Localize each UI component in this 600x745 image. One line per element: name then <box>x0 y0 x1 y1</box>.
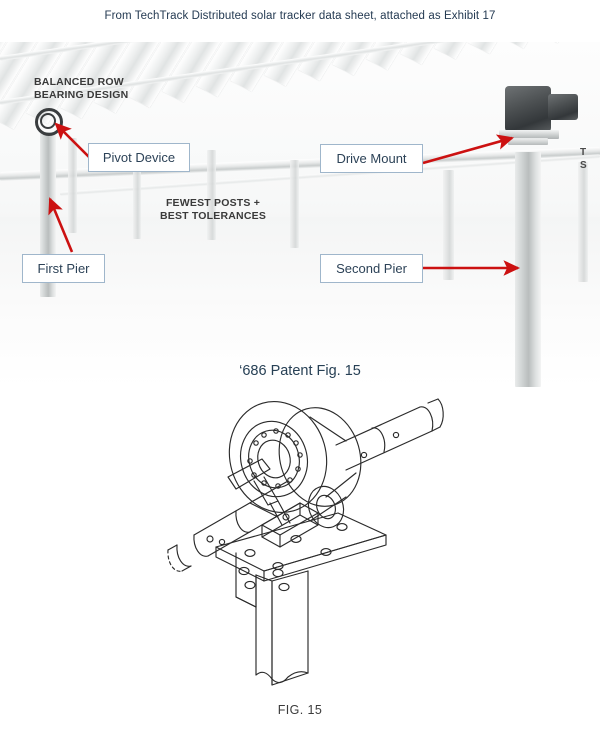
pier-post-background <box>207 150 216 240</box>
drive-linkage-arm <box>227 458 291 526</box>
slew-drive-housing <box>228 400 362 518</box>
fewest-posts-line1: FEWEST POSTS + <box>165 197 261 209</box>
torque-tube-right <box>335 398 444 471</box>
pier-post-background <box>68 138 77 233</box>
callout-drive-mount[interactable]: Drive Mount <box>320 144 423 173</box>
pier-post-background <box>443 170 454 280</box>
patent-figure-title: ‘686 Patent Fig. 15 <box>239 363 361 379</box>
callout-second-pier[interactable]: Second Pier <box>320 254 423 283</box>
callout-second-pier-label: Second Pier <box>336 261 407 276</box>
patent-figure-caption: FIG. 15 <box>277 703 323 717</box>
pier-post-background <box>133 154 141 239</box>
slew-drive-housing <box>505 86 551 132</box>
callout-pivot-device[interactable]: Pivot Device <box>88 143 190 172</box>
pier-post-background <box>578 162 588 282</box>
pier-post-background <box>290 160 299 248</box>
photo-label-fewest-posts: FEWEST POSTS + BEST TOLERANCES <box>143 197 283 222</box>
drive-mount-plate <box>499 130 559 139</box>
photo-label-balanced-row: BALANCED ROW BEARING DESIGN <box>34 76 128 101</box>
callout-first-pier-label: First Pier <box>37 261 90 276</box>
post-break-line <box>255 671 309 684</box>
patent-figure-drawing <box>167 398 444 686</box>
fewest-posts-line2: BEST TOLERANCES <box>159 209 267 222</box>
callout-pivot-device-label: Pivot Device <box>102 150 176 165</box>
support-post <box>235 552 309 686</box>
drive-mount-bracket <box>508 138 548 145</box>
callout-first-pier[interactable]: First Pier <box>22 254 105 283</box>
callout-drive-mount-label: Drive Mount <box>336 151 407 166</box>
gear-bearing-race <box>240 420 308 498</box>
photo-label-truncated: T S <box>580 146 587 172</box>
post-top-plate <box>206 512 387 582</box>
balanced-row-line1: BALANCED ROW <box>34 76 124 88</box>
drive-motor <box>548 94 578 120</box>
truncated-line1: T <box>580 147 587 158</box>
pier-post-second <box>515 152 541 387</box>
ground-plane <box>0 217 600 387</box>
pivot-bearing-inner <box>40 113 56 129</box>
balanced-row-line2: BEARING DESIGN <box>34 88 129 101</box>
solar-tracker-photo: BALANCED ROW BEARING DESIGN FEWEST POSTS… <box>0 42 600 387</box>
drive-mount-bracket <box>261 485 347 548</box>
truncated-line2: S <box>580 160 587 171</box>
slide-caption: From TechTrack Distributed solar tracker… <box>104 10 496 22</box>
pivot-bearing <box>35 108 63 136</box>
